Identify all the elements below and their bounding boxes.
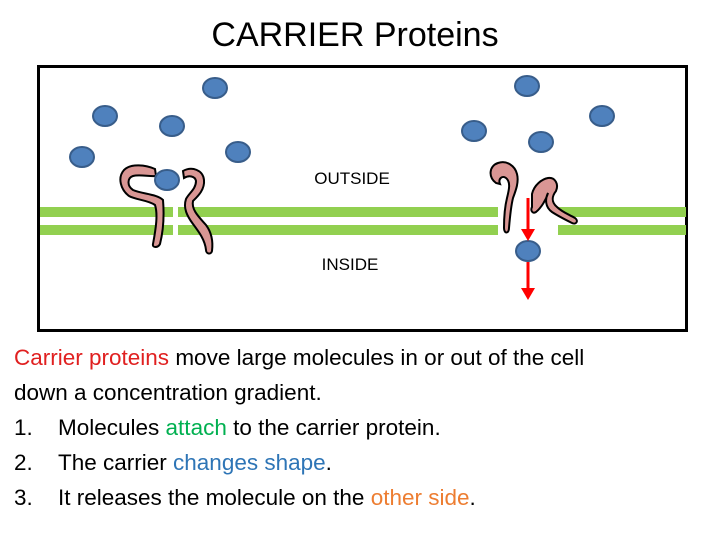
molecule [202, 77, 228, 99]
caption-step: 1. Molecules attach to the carrier protei… [14, 410, 714, 445]
membrane-lower-middle [178, 225, 498, 235]
membrane-upper-right [558, 207, 686, 217]
caption-step: 3. It releases the molecule on the other … [14, 480, 714, 515]
step-text-after: . [325, 450, 332, 475]
membrane-lower-left [40, 225, 173, 235]
membrane-upper-left [40, 207, 173, 217]
step-number: 1. [14, 415, 33, 440]
outside-label: OUTSIDE [314, 169, 390, 188]
intro-rest: move large molecules in or out of the ce… [169, 345, 585, 370]
molecules [69, 75, 615, 262]
step-highlight: changes shape [173, 450, 326, 475]
movement-arrows [521, 198, 535, 300]
membrane-lower-right [558, 225, 686, 235]
molecule-attaching [154, 169, 180, 191]
carrier-protein-right-half-b [530, 176, 578, 225]
carrier-protein-right-half-a [489, 161, 519, 234]
step-highlight: other side [370, 485, 470, 510]
step-text-before: It releases the molecule on the [58, 485, 371, 510]
step-text-after: . [469, 485, 476, 510]
molecule [589, 105, 615, 127]
molecule [159, 115, 185, 137]
cell-membrane [40, 207, 686, 235]
step-text-before: The carrier [58, 450, 174, 475]
carrier-protein-left-half-a [119, 164, 165, 248]
molecule [528, 131, 554, 153]
step-number: 2. [14, 450, 33, 475]
carrier-protein-right [489, 161, 578, 234]
arrow-lower-head [521, 288, 535, 300]
molecule [69, 146, 95, 168]
inside-label: INSIDE [322, 255, 379, 274]
caption-intro-line-2: down a concentration gradient. [14, 380, 322, 405]
step-text-after: to the carrier protein. [226, 415, 441, 440]
molecule [514, 75, 540, 97]
step-number: 3. [14, 485, 33, 510]
caption-step: 2. The carrier changes shape. [14, 445, 714, 480]
molecule [461, 120, 487, 142]
carrier-protein-left-half-b [181, 167, 214, 255]
arrow-upper-head [521, 229, 535, 241]
caption-intro-line-1: Carrier proteins move large molecules in… [14, 340, 714, 375]
intro-highlight: Carrier proteins [14, 345, 170, 370]
step-text-before: Molecules [58, 415, 166, 440]
molecule [225, 141, 251, 163]
membrane-upper-middle [178, 207, 498, 217]
slide-title: CARRIER Proteins [211, 16, 499, 54]
step-highlight: attach [165, 415, 227, 440]
carrier-protein-left [119, 164, 214, 255]
caption: Carrier proteins move large molecules in… [14, 340, 714, 515]
molecule [92, 105, 118, 127]
molecule-released [515, 240, 541, 262]
